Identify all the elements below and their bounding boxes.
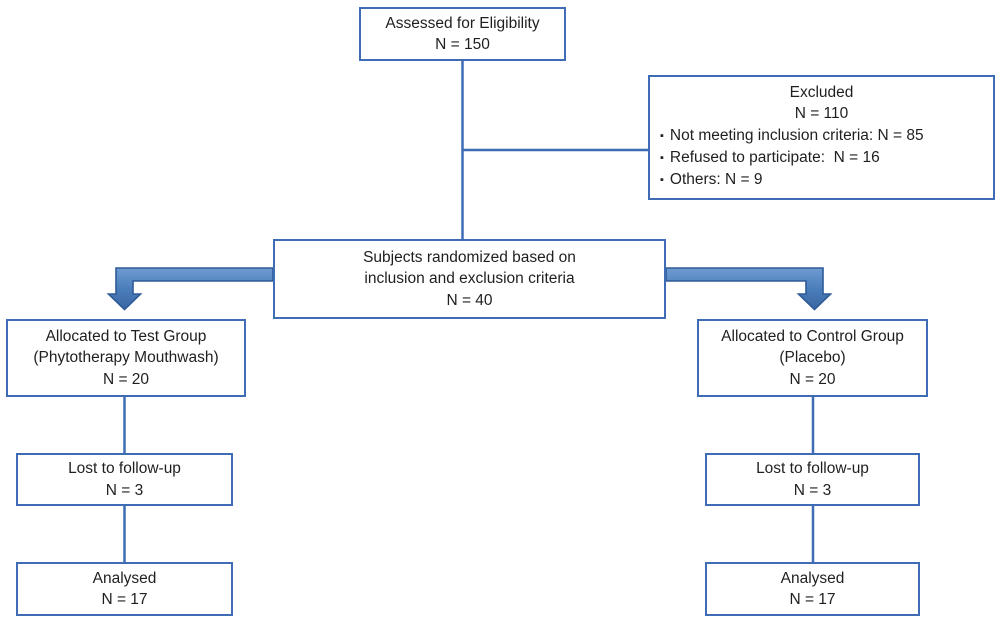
control-group-box: Allocated to Control Group (Placebo) N =… (697, 319, 928, 397)
box-text-line: Analysed (780, 569, 845, 587)
box-count: N = 3 (793, 481, 832, 499)
randomized-box: Subjects randomized based on inclusion a… (273, 239, 666, 319)
box-text-line: (Phytotherapy Mouthwash) (33, 349, 219, 367)
lost-followup-right-box: Lost to follow-up N = 3 (705, 453, 920, 506)
box-text-line: Analysed (92, 569, 157, 587)
excluded-reason-row: ▪ Others: N = 9 (658, 169, 985, 190)
box-text-line: Assessed for Eligibility (385, 14, 540, 32)
assessed-eligibility-box: Assessed for Eligibility N = 150 (359, 7, 566, 61)
excluded-reason: Others: N = 9 (669, 171, 763, 189)
excluded-reason: Not meeting inclusion criteria: N = 85 (669, 127, 924, 145)
arrow-right-allocation-icon (665, 267, 833, 311)
excluded-reason-row: ▪ Refused to participate: N = 16 (658, 147, 985, 168)
box-text-line: inclusion and exclusion criteria (364, 270, 575, 288)
excluded-reason: Refused to participate: N = 16 (669, 149, 880, 167)
box-text-line: Allocated to Control Group (721, 328, 904, 346)
box-count: N = 40 (446, 291, 493, 309)
bullet-square-icon: ▪ (660, 152, 664, 165)
analysed-right-box: Analysed N = 17 (705, 562, 920, 616)
box-count: N = 17 (789, 591, 836, 608)
box-count: N = 150 (435, 36, 490, 53)
excluded-reason-row: ▪ Not meeting inclusion criteria: N = 85 (658, 125, 985, 146)
box-text-line: Excluded (789, 84, 854, 101)
box-text-line: Lost to follow-up (68, 460, 181, 478)
box-count: N = 110 (794, 105, 849, 123)
box-count: N = 20 (102, 370, 150, 388)
box-count: N = 17 (101, 591, 148, 608)
box-count: N = 3 (105, 481, 144, 499)
arrow-left-allocation-icon (106, 267, 274, 311)
box-count: N = 20 (789, 370, 836, 388)
excluded-box: Excluded N = 110 ▪ Not meeting inclusion… (648, 75, 995, 200)
box-text-line: Lost to follow-up (756, 460, 869, 478)
lost-followup-left-box: Lost to follow-up N = 3 (16, 453, 233, 506)
test-group-box: Allocated to Test Group (Phytotherapy Mo… (6, 319, 246, 397)
bullet-square-icon: ▪ (660, 130, 664, 143)
analysed-left-box: Analysed N = 17 (16, 562, 233, 616)
box-text-line: Allocated to Test Group (45, 328, 207, 346)
box-text-line: (Placebo) (779, 349, 846, 367)
bullet-square-icon: ▪ (660, 174, 664, 187)
box-text-line: Subjects randomized based on (363, 249, 576, 267)
